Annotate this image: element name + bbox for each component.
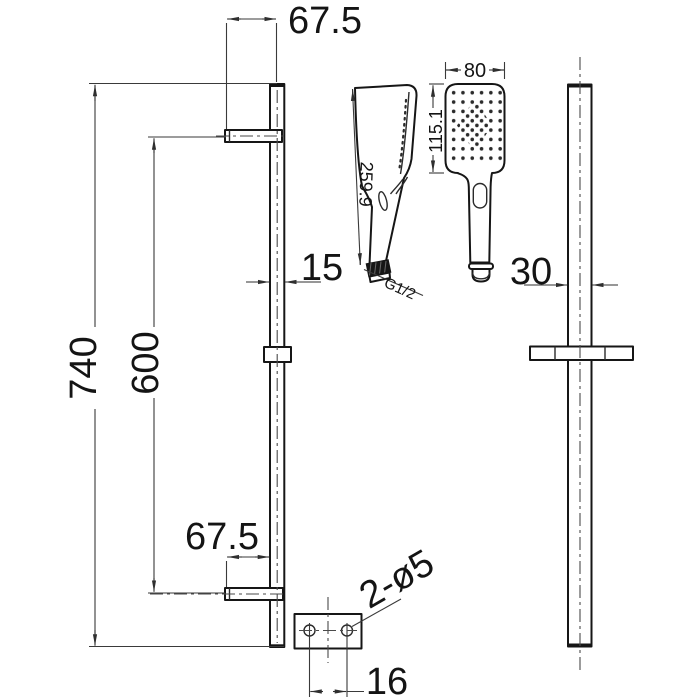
dim-label-bracket-spacing: 600 xyxy=(125,331,167,394)
dim-bottom-offset: 67.5 xyxy=(185,516,270,587)
dim-bracket-spacing: 600 xyxy=(125,136,226,594)
dim-top-offset: 67.5 xyxy=(225,0,362,129)
dim-handset-length: 259.9 G1/2 xyxy=(350,88,424,304)
dim-label-mounting-holes: 2-ø5 xyxy=(353,542,442,617)
dim-rail-width-front: 30 xyxy=(510,251,618,293)
thread-leader-line xyxy=(363,268,424,297)
dim-rail-width-side: 15 xyxy=(246,247,343,289)
connector-nut xyxy=(368,271,391,283)
wall-fixing-plate xyxy=(293,597,363,663)
connector-outlet xyxy=(471,268,491,283)
handset-side-faceline xyxy=(399,91,410,175)
slider-holder-front xyxy=(529,345,634,361)
dim-label-handset-length: 259.9 xyxy=(355,161,377,207)
dim-label-rail-width-side: 15 xyxy=(301,247,343,289)
dim-label-top-offset: 67.5 xyxy=(288,0,362,42)
connector-outlet-ring xyxy=(472,272,490,280)
rail-front-view xyxy=(529,57,634,674)
handset-front-button xyxy=(472,182,488,209)
dim-label-hole-spacing: 16 xyxy=(366,661,408,700)
dim-label-bottom-offset: 67.5 xyxy=(185,516,259,558)
handset-neck-crease-2 xyxy=(395,176,409,195)
handset-side-nozzles xyxy=(398,98,408,170)
dim-hole-spacing: 16 xyxy=(308,638,408,700)
dim-head-length: 115.1 xyxy=(426,83,446,174)
handset-neck-crease-1 xyxy=(389,178,404,195)
dim-label-head-width: 80 xyxy=(464,60,486,82)
holes-leader-line xyxy=(351,598,402,627)
dim-mounting-holes: 2-ø5 xyxy=(351,542,442,627)
handset-side-view xyxy=(354,84,418,283)
rail-side-view xyxy=(150,83,292,648)
handset-front-view xyxy=(444,83,506,283)
handset-side-button xyxy=(378,191,388,211)
dim-head-width: 80 xyxy=(444,60,506,82)
dim-label-rail-width-front: 30 xyxy=(510,251,552,293)
dim-overall-length: 740 xyxy=(63,82,284,648)
thread-label: G1/2 xyxy=(382,275,419,304)
dim-label-head-length: 115.1 xyxy=(426,109,446,153)
dim-label-overall-length: 740 xyxy=(63,336,105,399)
